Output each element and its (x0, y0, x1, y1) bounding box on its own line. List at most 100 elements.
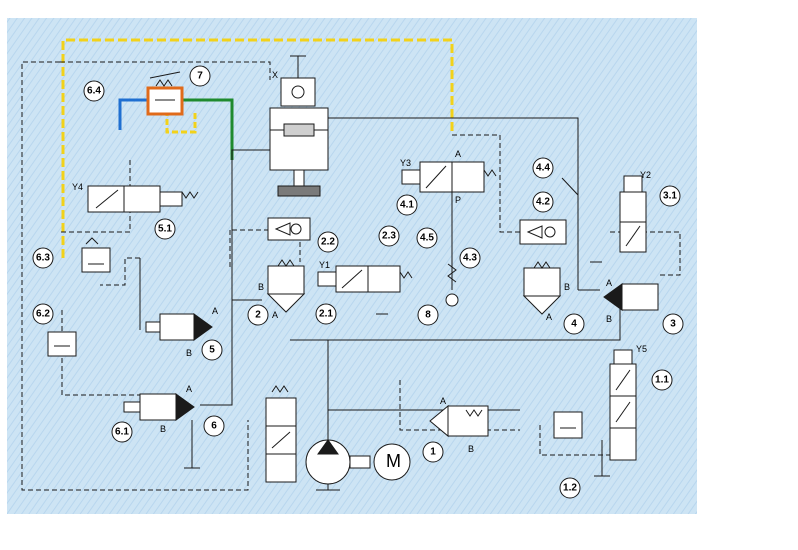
cylinder-rod (293, 169, 305, 187)
cylinder-load (277, 185, 321, 197)
label-2: 2 (247, 304, 269, 326)
svg-text:4: 4 (571, 319, 577, 330)
port-b-4: B (564, 282, 570, 292)
label-4: 4 (563, 313, 585, 335)
svg-text:3: 3 (670, 319, 676, 330)
port-a-4: A (546, 312, 552, 322)
label-6-2: 6.2 (32, 303, 54, 325)
cylinder-barrel (269, 107, 329, 171)
label-2-1: 2.1 (315, 303, 337, 325)
pilot-line-outer (21, 61, 249, 491)
svg-text:4.4: 4.4 (536, 163, 550, 174)
svg-text:6.4: 6.4 (87, 86, 101, 97)
motor (373, 443, 411, 481)
check-valve-8 (445, 263, 459, 307)
blue-tank-line (118, 98, 148, 130)
label-2-3: 2.3 (378, 225, 400, 247)
label-1: 1 (422, 441, 444, 463)
tag-y1: Y1 (319, 260, 330, 270)
solenoid-valve-y4 (87, 185, 199, 213)
label-2-2: 2.2 (317, 231, 339, 253)
port-b-2: B (258, 282, 264, 292)
svg-text:6.3: 6.3 (36, 253, 50, 264)
green-pressure-line (182, 98, 234, 160)
label-5: 5 (201, 339, 223, 361)
logic-valve-5 (145, 313, 213, 341)
relief-valve-7-frame (146, 86, 184, 116)
svg-text:4.3: 4.3 (463, 253, 477, 264)
svg-text:8: 8 (425, 310, 431, 321)
tag-y4: Y4 (72, 182, 83, 192)
port-a-2: A (272, 310, 278, 320)
pump-and-motor (305, 439, 411, 491)
svg-text:2.1: 2.1 (319, 309, 333, 320)
svg-text:4.5: 4.5 (420, 233, 434, 244)
solenoid-valve-y3 (401, 161, 497, 193)
svg-text:1.1: 1.1 (655, 375, 669, 386)
pressure-main-line (290, 300, 621, 341)
highlight-lines (61, 38, 454, 258)
pilot-dash-left (100, 257, 140, 286)
label-4-5: 4.5 (416, 227, 438, 249)
port-b-5: B (186, 348, 192, 358)
cylinder-piston (283, 123, 315, 137)
solenoid-valve-y5 (609, 349, 637, 461)
port-b-6: B (160, 424, 166, 434)
motor-label: M (386, 451, 401, 471)
label-7: 7 (189, 65, 211, 87)
port-p-y3: P (455, 195, 461, 205)
label-4-2: 4.2 (532, 191, 554, 213)
svg-text:7: 7 (197, 71, 203, 82)
pilot-dash-4 (452, 134, 530, 233)
hydraulic-cylinder (269, 55, 329, 197)
port-b-1: B (468, 444, 474, 454)
pilot-valve-pump (265, 385, 297, 483)
cylinder-cap-line (231, 149, 270, 301)
svg-text:6: 6 (211, 421, 217, 432)
label-1-1: 1.1 (651, 369, 673, 391)
label-1-2: 1.2 (559, 477, 581, 499)
pressure-switch-6-2 (47, 331, 77, 357)
port-a-6: A (186, 384, 192, 394)
logic-valve-1 (429, 404, 489, 438)
svg-text:6.1: 6.1 (115, 427, 129, 438)
svg-text:2.2: 2.2 (321, 237, 335, 248)
tag-y5: Y5 (636, 344, 647, 354)
svg-text:1.2: 1.2 (563, 483, 577, 494)
label-5-1: 5.1 (154, 218, 176, 240)
label-6-3: 6.3 (32, 247, 54, 269)
logic-valve-3 (603, 283, 659, 311)
port-a-5: A (212, 306, 218, 316)
port-a-1: A (440, 396, 446, 406)
port-a-y3: A (455, 149, 461, 159)
number-labels: 6.4 7 5.1 6.3 6.2 5 6.1 6 2.2 2.3 2 2.1 … (32, 65, 684, 499)
label-6: 6 (203, 415, 225, 437)
logic-valve-6-1 (123, 393, 195, 421)
svg-text:5: 5 (209, 345, 215, 356)
label-3: 3 (662, 313, 684, 335)
solenoid-valve-y2 (619, 175, 647, 253)
label-4-3: 4.3 (459, 247, 481, 269)
svg-text:2: 2 (255, 310, 261, 321)
branch-4-4 (561, 177, 579, 290)
pressure-switch-1-2 (553, 411, 583, 439)
label-4-1: 4.1 (396, 194, 418, 216)
pressure-switch-6-3 (81, 237, 111, 273)
label-6-4: 6.4 (83, 80, 105, 102)
yellow-relief-drain (165, 110, 197, 134)
svg-text:5.1: 5.1 (158, 224, 172, 235)
port-b-3: B (606, 314, 612, 324)
svg-text:1: 1 (430, 447, 436, 458)
spring-7 (155, 79, 173, 87)
pilot-dash-5 (60, 160, 131, 233)
solenoid-valve-y1 (317, 265, 413, 315)
cartridge-valve-2 (266, 259, 306, 313)
label-8: 8 (417, 304, 439, 326)
svg-text:6.2: 6.2 (36, 309, 50, 320)
label-4-4: 4.4 (532, 157, 554, 179)
valve6-line (200, 300, 233, 406)
svg-text:3.1: 3.1 (663, 191, 677, 202)
tag-y2: Y2 (640, 170, 651, 180)
svg-text:4.1: 4.1 (400, 200, 414, 211)
